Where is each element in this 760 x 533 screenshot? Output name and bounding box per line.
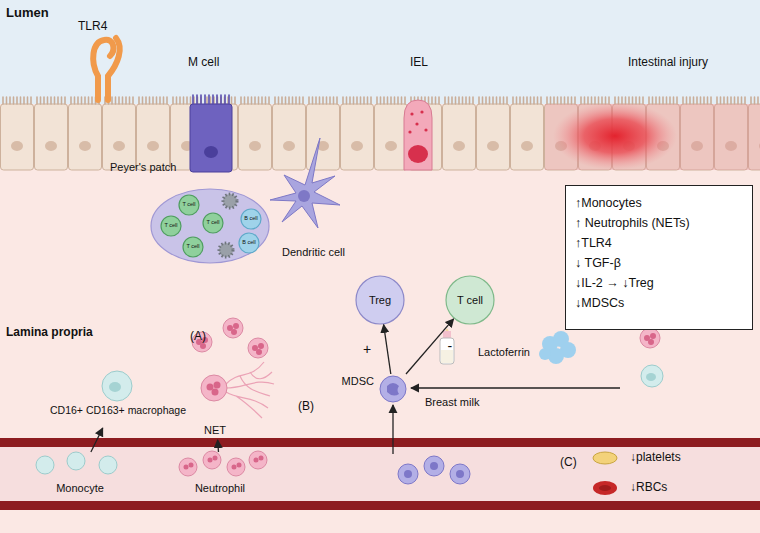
edge-sign: + [359, 340, 375, 358]
receptor-label: TLR4 [78, 20, 107, 34]
treg-cell-text: Treg [355, 275, 405, 325]
t-cell-shape [183, 237, 203, 257]
m-cell [190, 95, 232, 172]
dendritic-cell [270, 138, 340, 228]
summary-box-text: ↑TLR4 [575, 233, 743, 253]
macrophage-cell [102, 371, 132, 401]
source-cells [640, 328, 663, 387]
treg-cell-shape [356, 276, 404, 324]
summary-box-text: ↑ Neutrophils (NETs) [575, 213, 743, 233]
summary-box: ↑Monocytes↑ Neutrophils (NETs)↑TLR4↓ TGF… [565, 185, 753, 330]
t-cell-large-text: T cell [445, 275, 495, 325]
monocyte-node: Monocyte [25, 452, 135, 496]
macrophage-node-text: CD16+ CD163+ macrophage [50, 404, 185, 416]
tlr4-receptor [93, 38, 120, 100]
summary-box-text: ↓ TGF-β [575, 253, 743, 273]
injury-zone [545, 102, 760, 170]
b-cell-shape [239, 233, 259, 253]
t-cell-large: T cell [445, 275, 495, 325]
t-cell: T cell [202, 212, 224, 234]
blood-monocytes [36, 452, 117, 474]
b-cell: B cell [240, 208, 262, 230]
cell-label: M cell [188, 56, 219, 70]
net-cell [201, 362, 274, 418]
summary-box-text: ↑Monocytes [575, 193, 743, 213]
summary-box-text: ↓IL-2 → ↓Treg [575, 273, 743, 293]
connector-arrow [406, 319, 454, 374]
t-cell: T cell [160, 215, 182, 237]
blood-mdscs [398, 456, 470, 484]
platelet [593, 452, 617, 464]
region-label: Lamina propria [6, 326, 93, 340]
blood-neutrophils [179, 451, 267, 476]
epithelium [0, 96, 760, 172]
t-cell-large-shape [446, 276, 494, 324]
b-cell-text: B cell [238, 232, 260, 254]
neutrophil-node-text: Neutrophil [168, 482, 272, 495]
panel-letter: (A) [190, 330, 206, 344]
mdsc-node: MDSC [376, 374, 410, 404]
treg-cell: Treg [355, 275, 405, 325]
factor-label: Lactoferrin [478, 346, 530, 359]
b-cell-text: B cell [240, 208, 262, 230]
dendritic-cell-small [223, 194, 237, 208]
lactoferrin-protein [539, 331, 576, 364]
net-node-text: NET [190, 424, 240, 437]
blood-vessel [0, 438, 760, 510]
neutrophil-node: Neutrophil [168, 452, 272, 496]
connector-arrow [217, 440, 219, 452]
t-cell-text: T cell [178, 194, 200, 216]
connector-arrow [91, 428, 103, 452]
injury-label: Intestinal injury [628, 56, 708, 70]
b-cell-shape [241, 209, 261, 229]
t-cell: T cell [182, 236, 204, 258]
t-cell: T cell [178, 194, 200, 216]
blood-label: ↓platelets [630, 451, 681, 465]
macrophage-node: CD16+ CD163+ macrophage [50, 368, 185, 428]
edge-sign: - [442, 337, 458, 355]
lumen-area [0, 0, 760, 104]
panel-letter: (B) [298, 400, 314, 414]
peyers-patch-text: Peyer's patch [110, 161, 220, 174]
dendritic-cell-small [219, 243, 233, 257]
iel-cell [404, 100, 432, 170]
mdsc-cell [380, 376, 406, 402]
t-cell-text: T cell [182, 236, 204, 258]
factor-label: Breast milk [425, 396, 479, 409]
net-node: NET [190, 366, 240, 440]
peyers-patch: Peyer's patchT cellT cellT cellT cellB c… [150, 188, 270, 264]
cell-label: IEL [410, 56, 428, 70]
t-cell-shape [203, 213, 223, 233]
supply-arrow [411, 387, 620, 388]
t-cell-shape [179, 195, 199, 215]
mdsc-node-text: MDSC [330, 375, 374, 388]
blood-label: ↓RBCs [630, 481, 667, 495]
t-cell-text: T cell [202, 212, 224, 234]
cell-label: Dendritic cell [282, 246, 345, 259]
peyers-patch-shape [151, 189, 269, 263]
recruitment-arrow [392, 405, 393, 454]
region-label: Lumen [6, 6, 49, 21]
t-cell-text: T cell [160, 215, 182, 237]
panel-letter: (C) [560, 456, 577, 470]
monocyte-node-text: Monocyte [25, 482, 135, 495]
red-blood-cell [593, 481, 617, 495]
t-cell-shape [161, 216, 181, 236]
b-cell: B cell [238, 232, 260, 254]
connector-arrow [384, 325, 391, 374]
summary-box-text: ↓MDSCs [575, 293, 743, 313]
